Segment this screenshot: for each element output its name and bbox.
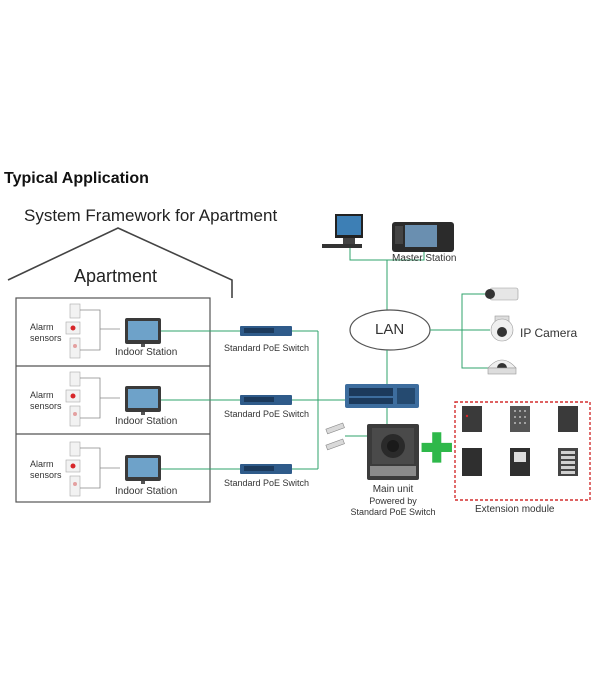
switch-label: Standard PoE Switch [224,478,310,488]
connector-line [430,293,490,331]
main-unit-powered-by: Powered by [369,496,417,506]
connector-line [461,330,490,369]
floor-2-devices [65,371,240,427]
alarm-sensors-label: Alarm sensors [30,322,62,344]
door-lock-icon [325,422,345,451]
switch-label: Standard PoE Switch [224,409,310,419]
indoor-station-label: Indoor Station [115,486,178,497]
indoor-station-icon [125,386,161,415]
framework-title: System Framework for Apartment [24,206,278,225]
poe-switch-icon [240,464,292,474]
alarm-sensors-icon [65,441,120,497]
indoor-station-icon [125,318,161,347]
plus-icon: ✚ [420,427,454,471]
alarm-sensors-text: Alarm sensors [30,459,62,480]
poe-switch-icon [240,395,292,405]
extension-module-label: Extension module [475,504,555,515]
alarm-sensors-label: Alarm sensors [30,390,62,412]
indoor-station-label: Indoor Station [115,416,178,427]
ptz-camera-icon [490,315,514,342]
dome-camera-icon [487,359,517,375]
alarm-sensors-text: Alarm sensors [30,390,62,411]
alarm-sensors-icon [65,303,120,359]
apartment-label: Apartment [74,266,158,286]
alarm-sensors-icon [65,371,120,427]
master-station-label: Master Station [392,253,457,264]
master-station-icon [392,222,454,252]
section-heading: Typical Application [4,170,149,187]
poe-switch-icon [240,326,292,336]
floor-1-devices [65,303,240,359]
main-unit-label: Main unit [372,484,414,495]
indoor-station-label: Indoor Station [115,347,178,358]
ip-camera-label: IP Camera [520,326,578,340]
house-roof [7,227,233,298]
central-poe-switch-icon [345,384,419,408]
switch-label: Standard PoE Switch [224,343,310,353]
monitor-icon [322,214,363,248]
floor-3-devices [65,441,240,497]
lan-label: LAN [375,321,405,338]
extension-module-icons [462,406,578,476]
alarm-sensors-label: Alarm sensors [30,459,62,481]
indoor-station-icon [125,455,161,484]
main-unit-poe-switch: Standard PoE Switch [350,507,436,517]
bullet-camera-icon [485,287,519,301]
extension-module-frame [454,401,591,501]
main-unit-icon [367,424,419,480]
alarm-sensors-text: Alarm sensors [30,322,62,343]
